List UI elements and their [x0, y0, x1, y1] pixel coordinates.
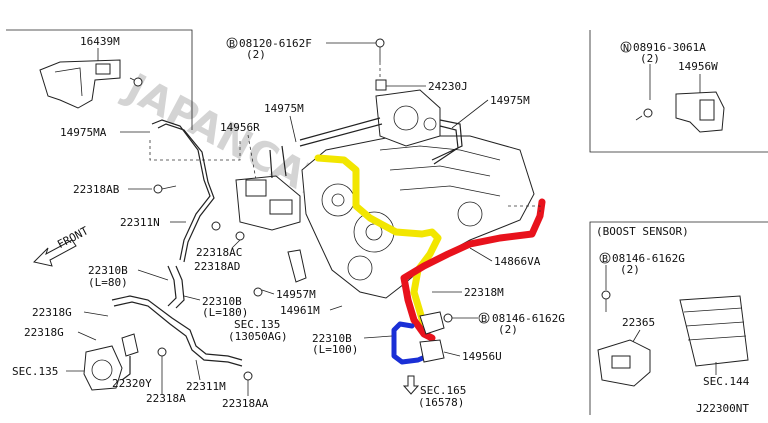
bolt-icon: [243, 371, 253, 381]
label-22318g-top[interactable]: 22318G: [32, 306, 72, 319]
label-08146-6162g-b[interactable]: 08146-6162G: [612, 252, 685, 265]
diagram-code: J22300NT: [696, 402, 749, 415]
label-sec135-bottom[interactable]: SEC.135: [12, 365, 58, 378]
label-08146-b-qty: (2): [620, 263, 640, 276]
bolt-icon: [153, 184, 177, 194]
label-22310b-l180[interactable]: 22310B: [202, 295, 242, 308]
label-08146-a-qty: (2): [498, 323, 518, 336]
label-sec144[interactable]: SEC.144: [703, 375, 750, 388]
label-08916-qty: (2): [640, 52, 660, 65]
label-14975ma[interactable]: 14975MA: [60, 126, 107, 139]
label-22310b-l100[interactable]: 22310B: [312, 332, 352, 345]
inset-boost-sensor: (BOOST SENSOR) B 08146-6162G (2) 22365 S…: [589, 221, 768, 415]
bolt-icon: [129, 77, 143, 87]
inset-border-boost: [589, 221, 768, 415]
inset-16439m: 16439M: [6, 29, 193, 130]
label-sec165-ref: (16578): [418, 396, 464, 409]
hose-14975ma[interactable]: [151, 119, 211, 261]
label-14975m-left[interactable]: 14975M: [264, 102, 304, 115]
label-08146-6162g-a[interactable]: 08146-6162G: [492, 312, 565, 325]
bolt-icon: [253, 287, 263, 297]
label-08120-qty: (2): [246, 48, 266, 61]
clip-24230j[interactable]: [375, 79, 387, 91]
label-14956r[interactable]: 14956R: [220, 121, 260, 134]
clamp-22320y[interactable]: [121, 333, 139, 357]
hose-22310b-l80[interactable]: [167, 265, 177, 307]
label-22311m[interactable]: 22311M: [186, 380, 226, 393]
label-14956w[interactable]: 14956W: [678, 60, 718, 73]
label-22310b-l100-len: (L=100): [312, 343, 358, 356]
valve-14956u[interactable]: [419, 339, 445, 363]
label-22310b-l80[interactable]: 22310B: [88, 264, 128, 277]
inset-14956w: N 08916-3061A (2) 14956W: [589, 30, 768, 153]
label-22320y[interactable]: 22320Y: [112, 377, 152, 390]
bracket-14957m[interactable]: [287, 249, 307, 283]
solenoid-14956u[interactable]: [419, 311, 445, 335]
label-14961m[interactable]: 14961M: [280, 304, 320, 317]
label-22310b-l80-len: (L=80): [88, 276, 128, 289]
bolt-icon: [443, 313, 453, 323]
label-14975m-right[interactable]: 14975M: [490, 94, 530, 107]
label-14866va[interactable]: 14866VA: [494, 255, 541, 268]
bolt-icon: [157, 347, 167, 357]
boost-sensor-title: (BOOST SENSOR): [596, 225, 689, 238]
label-14957m[interactable]: 14957M: [276, 288, 316, 301]
highlight-blue: [391, 321, 435, 365]
bolt-icon: [635, 108, 653, 121]
hose-22311m[interactable]: [111, 295, 243, 361]
front-arrow-icon: [33, 239, 77, 267]
intake-fragment: [679, 295, 749, 367]
inset-border: [6, 29, 193, 130]
label-08120-6162f[interactable]: 08120-6162F: [239, 37, 312, 50]
bolt-icon: [211, 221, 221, 231]
label-22318ac[interactable]: 22318AC: [196, 246, 242, 259]
circle-b-icon: B: [478, 312, 490, 325]
svg-text:B: B: [602, 254, 608, 265]
highlight-red: [400, 198, 546, 342]
label-sec135-top[interactable]: SEC.135: [234, 318, 280, 331]
label-sec135-top-ref: (13050AG): [228, 330, 288, 343]
label-22311n[interactable]: 22311N: [120, 216, 160, 229]
label-16439m[interactable]: 16439M: [80, 35, 120, 48]
bolt-icon: [375, 38, 385, 62]
highlight-yellow: [314, 154, 442, 330]
label-22318a[interactable]: 22318A: [146, 392, 186, 405]
svg-text:B: B: [481, 314, 487, 325]
circle-b-icon: B: [599, 252, 611, 265]
svg-text:N: N: [623, 43, 629, 54]
label-sec165[interactable]: SEC.165: [420, 384, 466, 397]
circle-n-icon: N: [620, 41, 632, 54]
bolt-icon: [235, 231, 245, 241]
inset-border-right: [589, 30, 768, 153]
label-22365[interactable]: 22365: [622, 316, 655, 329]
label-22310b-l180-len: (L=180): [202, 306, 248, 319]
label-22318aa[interactable]: 22318AA: [222, 397, 269, 410]
svg-text:B: B: [229, 39, 235, 50]
label-14956u[interactable]: 14956U: [462, 350, 502, 363]
label-08916-3061a[interactable]: 08916-3061A: [633, 41, 706, 54]
turbo-actuator[interactable]: [375, 89, 441, 147]
throttle-chamber[interactable]: [83, 345, 123, 391]
label-22318ad[interactable]: 22318AD: [194, 260, 240, 273]
label-22318ab[interactable]: 22318AB: [73, 183, 120, 196]
circle-b-icon: B: [226, 37, 238, 50]
label-22318m[interactable]: 22318M: [464, 286, 504, 299]
down-arrow-icon: [402, 375, 420, 395]
bolt-icon: [601, 290, 611, 312]
label-22318g-bottom[interactable]: 22318G: [24, 326, 64, 339]
label-24230j[interactable]: 24230J: [428, 80, 468, 93]
